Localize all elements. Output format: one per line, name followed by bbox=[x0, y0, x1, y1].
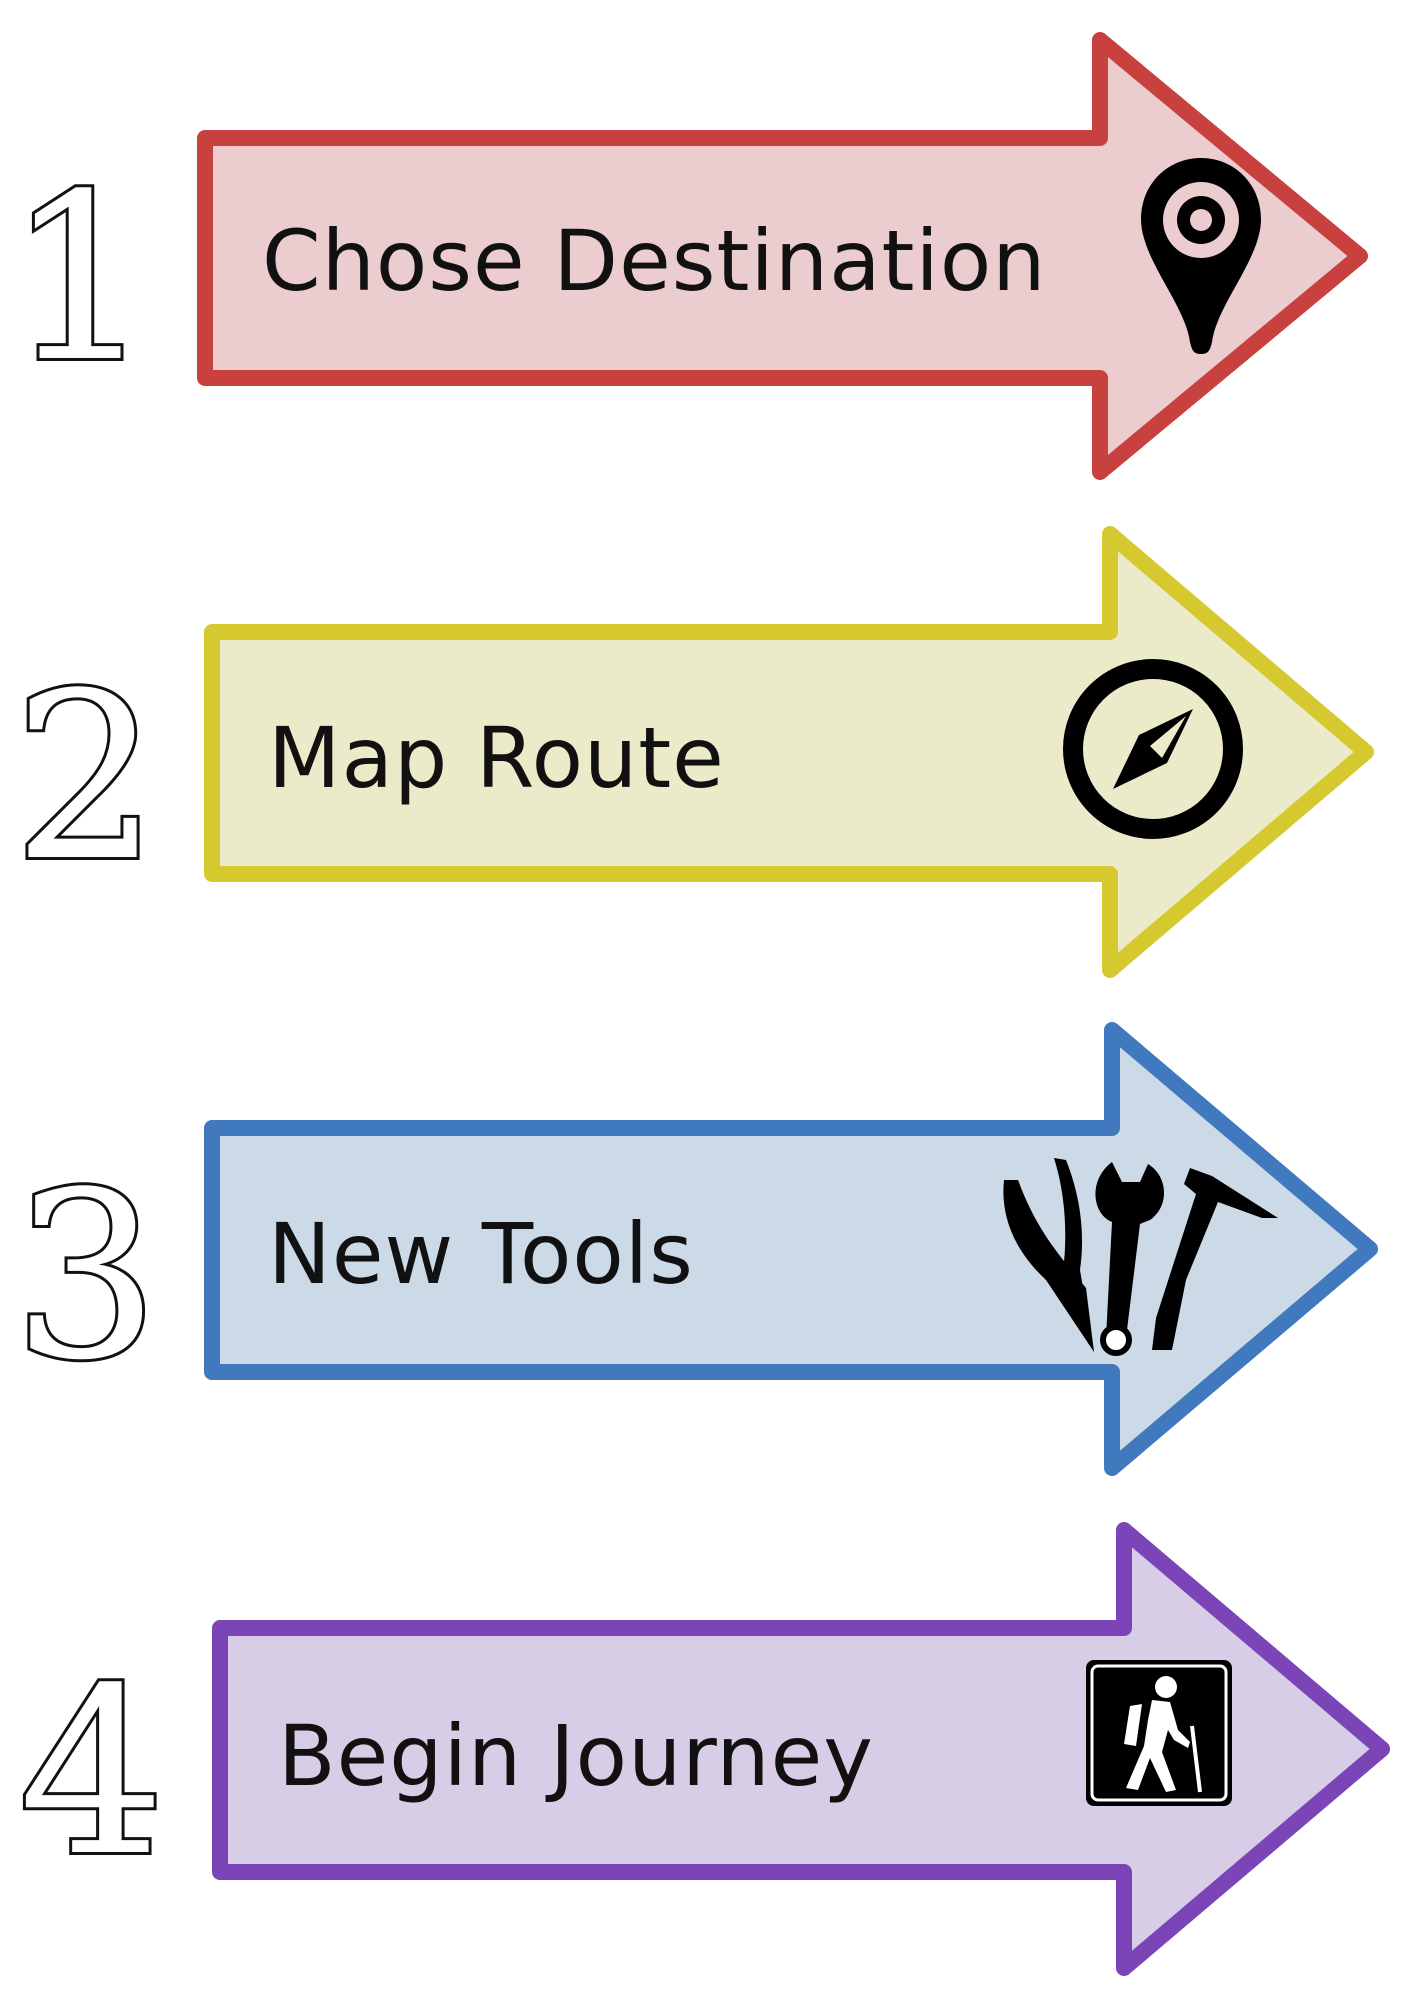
compass-icon bbox=[1063, 659, 1243, 839]
tools-icon bbox=[1003, 1158, 1278, 1356]
step-arrow-2 bbox=[204, 526, 1374, 978]
step-number-2: 2 bbox=[13, 645, 159, 912]
step-label-4: Begin Journey bbox=[278, 1707, 874, 1805]
map-pin-icon bbox=[1141, 158, 1261, 354]
step-label-3: New Tools bbox=[268, 1205, 694, 1303]
step-arrow-3 bbox=[204, 1022, 1378, 1476]
step-4: 4 Begin Journey bbox=[16, 1522, 1390, 1976]
step-2: 2 Map Route bbox=[10, 526, 1374, 978]
step-3: 3 New Tools bbox=[10, 1022, 1378, 1476]
pliers-icon bbox=[1003, 1158, 1094, 1352]
hiker-sign-icon bbox=[1086, 1660, 1232, 1806]
step-arrow-1 bbox=[197, 32, 1368, 480]
step-label-1: Chose Destination bbox=[262, 212, 1046, 310]
hammer-icon bbox=[1152, 1168, 1278, 1350]
step-1: 1 Chose Destination bbox=[4, 32, 1368, 480]
step-label-2: Map Route bbox=[268, 709, 725, 807]
step-number-1: 1 bbox=[7, 146, 153, 413]
step-arrow-4 bbox=[212, 1522, 1390, 1976]
step-number-4: 4 bbox=[19, 1640, 165, 1907]
wrench-icon bbox=[1095, 1162, 1165, 1356]
hiker-figure bbox=[1124, 1676, 1202, 1793]
step-number-3: 3 bbox=[13, 1144, 159, 1411]
